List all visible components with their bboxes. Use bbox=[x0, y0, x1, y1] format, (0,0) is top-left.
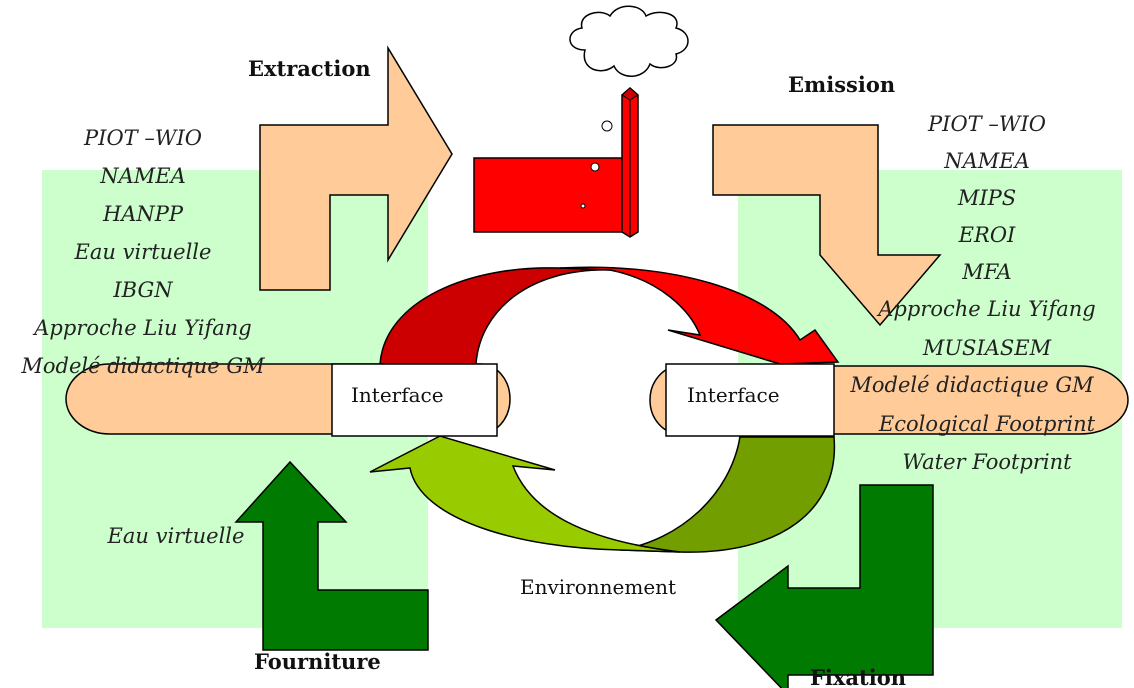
extraction-arrow bbox=[259, 45, 453, 291]
right-list-item: Modelé didactique GM bbox=[849, 373, 1094, 397]
interface-box-left bbox=[331, 363, 498, 437]
left-method-list: PIOT –WIO NAMEA HANPP Eau virtuelle IBGN… bbox=[20, 126, 265, 378]
cloud-icon bbox=[569, 5, 689, 77]
interface-left-label: Interface bbox=[351, 383, 444, 407]
interface-box-right bbox=[665, 363, 835, 437]
left-list-item: NAMEA bbox=[99, 164, 186, 188]
environnement-label: Environnement bbox=[520, 575, 676, 599]
extraction-title: Extraction bbox=[248, 56, 371, 81]
left-list-item: PIOT –WIO bbox=[83, 126, 202, 150]
interface-right-label: Interface bbox=[687, 383, 780, 407]
fixation-title: Fixation bbox=[810, 665, 906, 688]
left-list-item: Eau virtuelle bbox=[74, 240, 212, 264]
right-method-list: PIOT –WIO NAMEA MIPS EROI MFA Approche L… bbox=[849, 112, 1095, 474]
bottom-left-list-item: Eau virtuelle bbox=[107, 524, 245, 548]
right-list-item: Approche Liu Yifang bbox=[876, 297, 1095, 321]
right-list-item: MIPS bbox=[957, 186, 1016, 210]
right-list-item: EROI bbox=[958, 223, 1016, 247]
fourniture-title: Fourniture bbox=[254, 649, 381, 674]
cycle-arrow-red bbox=[559, 266, 840, 365]
factory-icon bbox=[473, 87, 639, 238]
right-list-item: NAMEA bbox=[943, 149, 1030, 173]
right-list-item: Ecological Footprint bbox=[878, 412, 1096, 436]
cycle-arrow-olive bbox=[619, 436, 836, 553]
emission-arrow bbox=[712, 124, 942, 327]
right-list-item: MFA bbox=[961, 260, 1011, 284]
left-list-item: HANPP bbox=[102, 202, 184, 226]
right-list-item: MUSIASEM bbox=[922, 336, 1052, 360]
fixation-arrow bbox=[714, 484, 934, 688]
left-list-item: Approche Liu Yifang bbox=[32, 316, 251, 340]
left-list-item: IBGN bbox=[112, 278, 173, 302]
left-list-item: Modelé didactique GM bbox=[20, 354, 265, 378]
fourniture-arrow bbox=[234, 460, 429, 651]
right-list-item: Water Footprint bbox=[902, 450, 1072, 474]
right-list-item: PIOT –WIO bbox=[927, 112, 1046, 136]
emission-title: Emission bbox=[788, 72, 895, 97]
cycle-arrow-lime bbox=[369, 435, 681, 553]
